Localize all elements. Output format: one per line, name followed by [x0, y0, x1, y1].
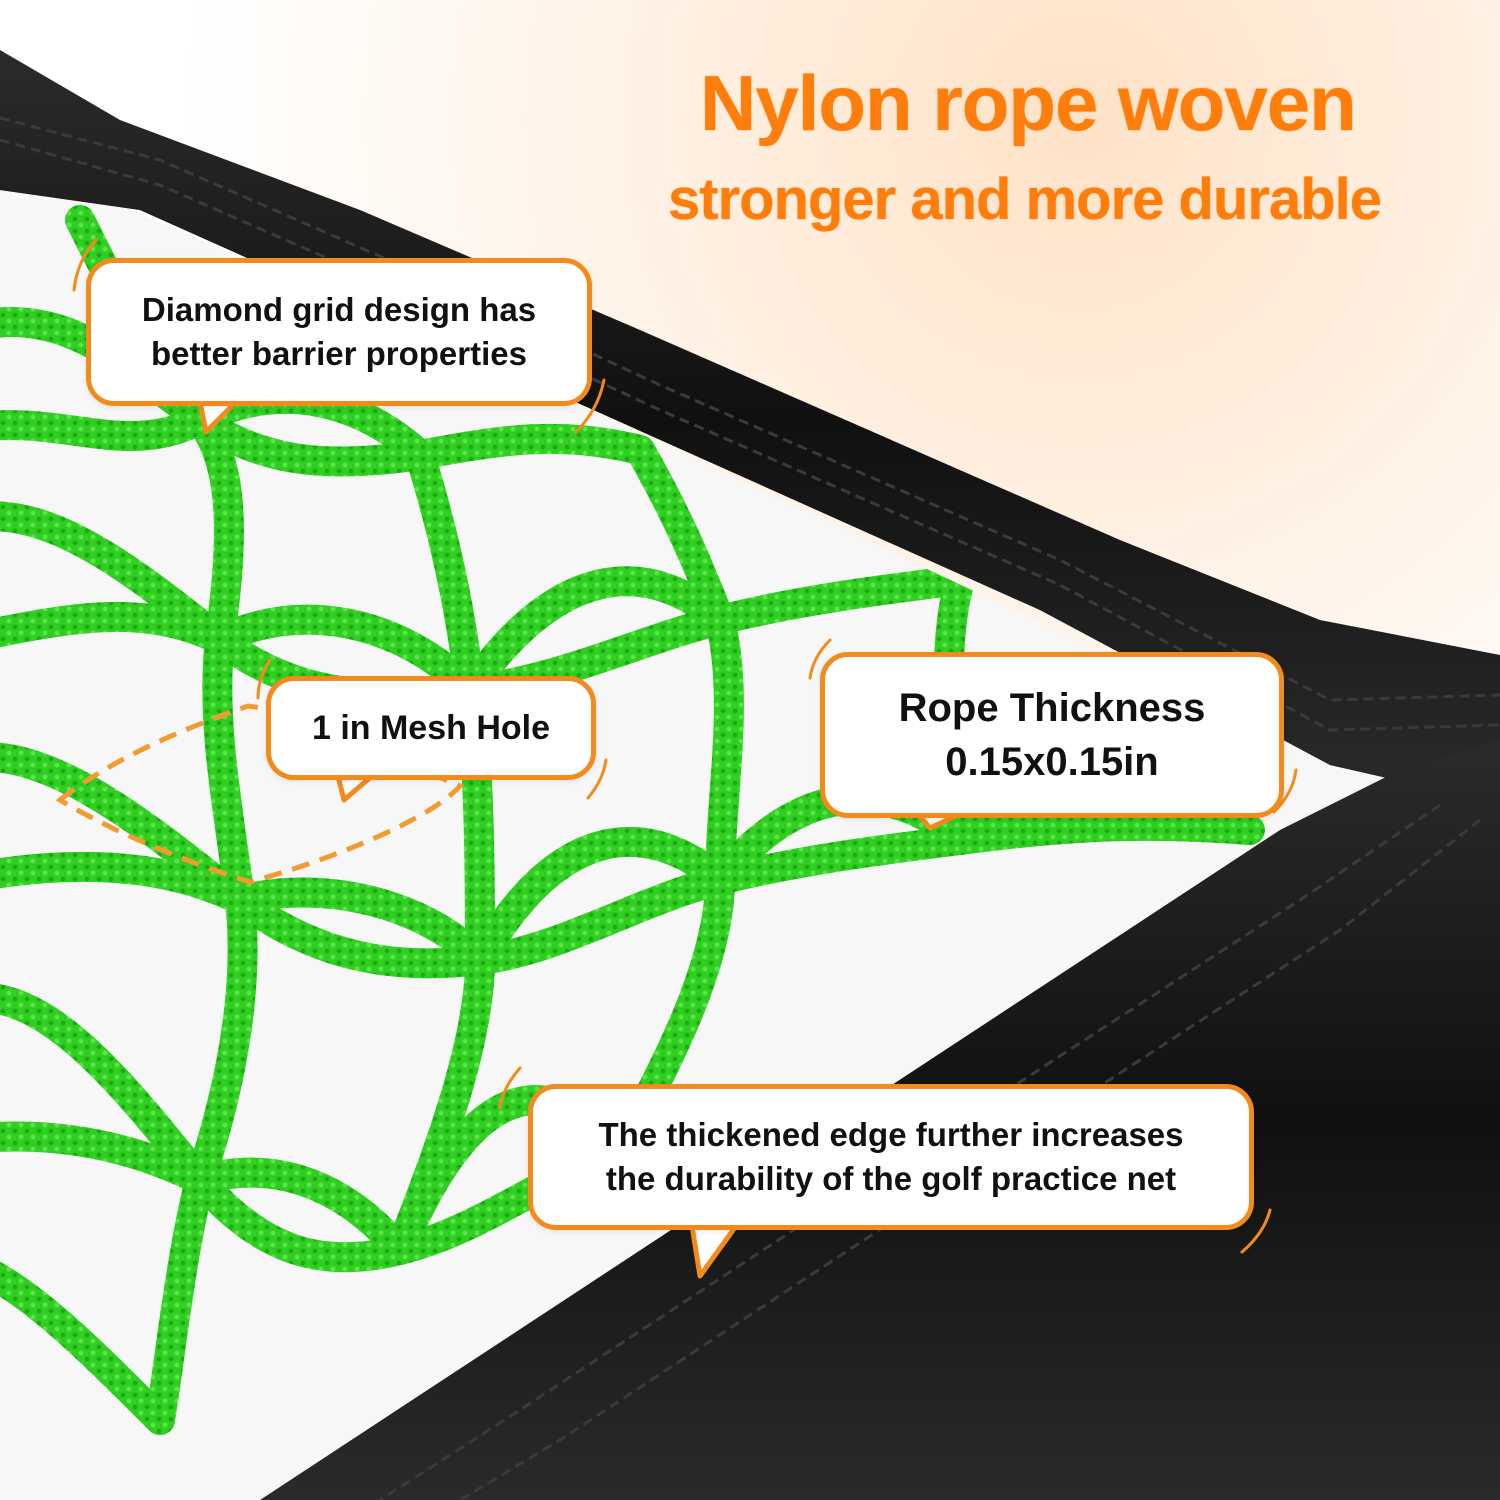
- mesh-hole-outline: [55, 703, 465, 885]
- callout-rope-thickness: Rope Thickness 0.15x0.15in: [820, 652, 1284, 818]
- callout-diamond-grid: Diamond grid design has better barrier p…: [86, 258, 592, 406]
- callout-rope-thickness-text: Rope Thickness 0.15x0.15in: [898, 686, 1206, 784]
- headline-line-1: Nylon rope woven: [700, 59, 1357, 147]
- callout-mesh-hole: 1 in Mesh Hole: [266, 676, 596, 780]
- callout-diamond-grid-text: Diamond grid design has better barrier p…: [141, 291, 537, 372]
- callout-mesh-hole-text: 1 in Mesh Hole: [311, 708, 551, 747]
- headline-line-2: stronger and more durable: [668, 167, 1382, 232]
- callout-thickened-edge: The thickened edge further increases the…: [528, 1084, 1254, 1230]
- callout-thickened-edge-text: The thickened edge further increases the…: [598, 1116, 1184, 1197]
- callout-accent-strokes: [72, 238, 1298, 1254]
